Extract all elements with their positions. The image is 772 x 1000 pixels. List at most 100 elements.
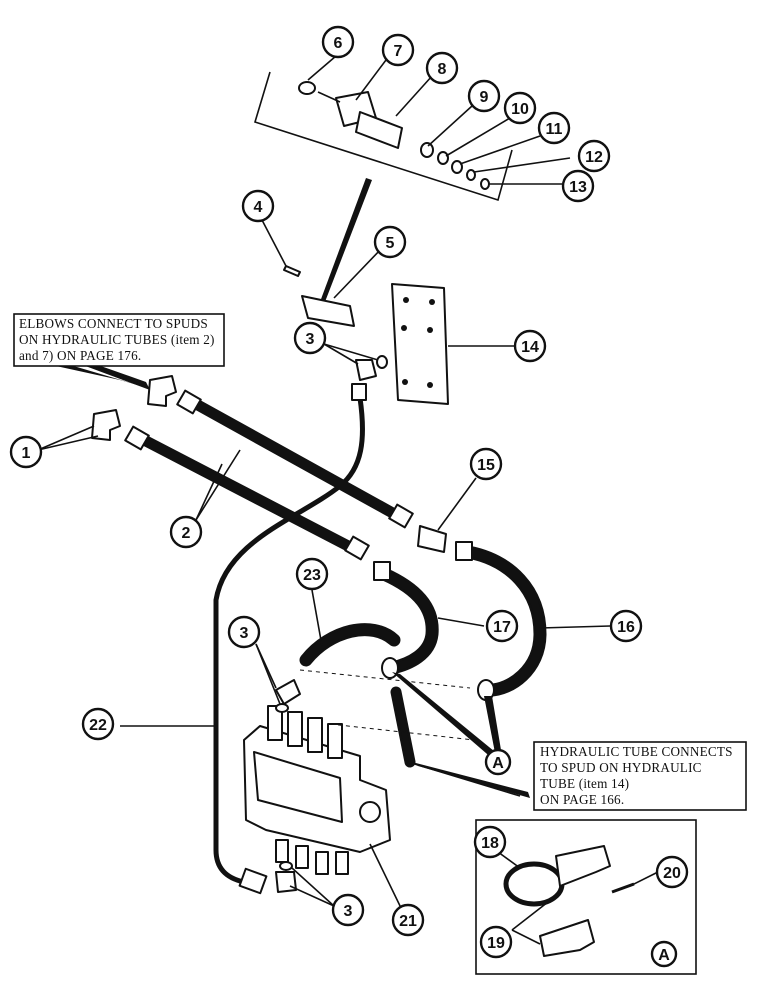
note-line: TUBE (item 14) <box>540 776 629 791</box>
spool-part <box>327 723 343 759</box>
valve-block-part <box>301 295 355 327</box>
tube-note: HYDRAULIC TUBE CONNECTS TO SPUD ON HYDRA… <box>533 741 747 811</box>
callout-19: 19 <box>479 925 513 959</box>
detail-pointer-wedge <box>314 178 372 320</box>
note-line: ON HYDRAULIC TUBES (item 2) <box>19 332 215 347</box>
o-ring-part <box>480 178 490 190</box>
callout-14: 14 <box>513 329 547 363</box>
port-part <box>335 851 349 875</box>
hose-end-fitting <box>351 383 367 401</box>
svg-text:23: 23 <box>303 567 321 584</box>
callout-6: 6 <box>321 25 355 59</box>
elbow-fitting-part <box>91 409 121 441</box>
callout-10: 10 <box>503 91 537 125</box>
callout-9: 9 <box>467 79 501 113</box>
callout-3: 3 <box>227 615 261 649</box>
hose-end-fitting <box>176 389 202 415</box>
callout-20: 20 <box>655 855 689 889</box>
elbow-fitting-part <box>355 359 377 381</box>
svg-text:2: 2 <box>182 525 191 542</box>
flange-half-part <box>539 919 595 957</box>
detail-a-label: A <box>484 748 512 776</box>
callout-18: 18 <box>473 825 507 859</box>
callout-16: 16 <box>609 609 643 643</box>
manifold-block-group <box>391 283 449 405</box>
note-line: TO SPUD ON HYDRAULIC <box>540 760 702 775</box>
elbow-fitting-part <box>147 375 177 407</box>
tube-nut-part <box>373 561 391 581</box>
spool-part <box>287 711 303 747</box>
valve-port-circle <box>359 801 381 823</box>
svg-text:13: 13 <box>569 179 587 196</box>
hoses-group <box>138 395 547 885</box>
pointer-wedge <box>412 762 530 798</box>
hose-end-fitting <box>238 867 268 895</box>
o-ring-part <box>275 703 289 713</box>
elbow-fitting-part <box>275 871 297 893</box>
svg-text:15: 15 <box>477 457 495 474</box>
o-ring-part <box>466 169 476 181</box>
spool-part <box>267 705 283 741</box>
o-ring-part <box>279 861 293 871</box>
callout-17: 17 <box>485 609 519 643</box>
svg-text:9: 9 <box>480 89 489 106</box>
callout-3: 3 <box>331 893 365 927</box>
svg-text:12: 12 <box>585 149 603 166</box>
svg-text:7: 7 <box>394 43 403 60</box>
port-part <box>275 839 289 863</box>
upper-elbow-group <box>355 355 388 381</box>
port-part <box>315 851 329 875</box>
valve-stem-part <box>355 111 403 149</box>
hose-end-fitting <box>124 425 150 451</box>
valve-cover-part <box>253 751 343 823</box>
tube-nut-part <box>455 541 473 561</box>
port-part <box>295 845 309 869</box>
callout-23: 23 <box>295 557 329 591</box>
svg-text:10: 10 <box>511 101 529 118</box>
flange-half-part <box>555 845 611 887</box>
callout-4: 4 <box>241 189 275 223</box>
callout-13: 13 <box>561 169 595 203</box>
svg-text:3: 3 <box>306 331 315 348</box>
o-ring-part <box>437 151 449 165</box>
callout-5: 5 <box>373 225 407 259</box>
pointer-wedge <box>56 362 148 388</box>
elbows-group <box>91 375 177 441</box>
pointer-wedge <box>484 696 502 758</box>
svg-text:5: 5 <box>386 235 395 252</box>
o-ring-part <box>376 355 388 369</box>
hose-2-upper <box>190 398 404 522</box>
note-line: ON PAGE 166. <box>540 792 624 807</box>
callout-8: 8 <box>425 51 459 85</box>
detail-a-label: A <box>650 940 678 968</box>
hose-end-fitting <box>388 503 414 529</box>
svg-text:16: 16 <box>617 619 635 636</box>
manifold-block-part <box>391 283 449 405</box>
alignment-line <box>329 723 475 741</box>
callout-2: 2 <box>169 515 203 549</box>
svg-text:17: 17 <box>493 619 511 636</box>
callout-15: 15 <box>469 447 503 481</box>
control-valve-group <box>243 679 391 893</box>
svg-text:3: 3 <box>240 625 249 642</box>
callout-7: 7 <box>381 33 415 67</box>
hose-2-lower <box>138 434 358 554</box>
svg-text:14: 14 <box>521 339 539 356</box>
o-ring-part <box>420 142 434 158</box>
svg-text:4: 4 <box>254 199 263 216</box>
detail-bracket-line <box>254 71 513 202</box>
callout-1: 1 <box>9 435 43 469</box>
svg-text:3: 3 <box>344 903 353 920</box>
hose-end-fitting <box>344 535 370 561</box>
nut-part <box>298 81 316 95</box>
note-line: ELBOWS CONNECT TO SPUDS <box>19 316 208 331</box>
callout-3: 3 <box>293 321 327 355</box>
svg-text:6: 6 <box>334 35 343 52</box>
o-ring-part <box>451 160 463 174</box>
svg-text:19: 19 <box>487 935 505 952</box>
callout-22: 22 <box>81 707 115 741</box>
spool-part <box>307 717 323 753</box>
svg-text:22: 22 <box>89 717 107 734</box>
relief-valve-group <box>283 265 355 327</box>
